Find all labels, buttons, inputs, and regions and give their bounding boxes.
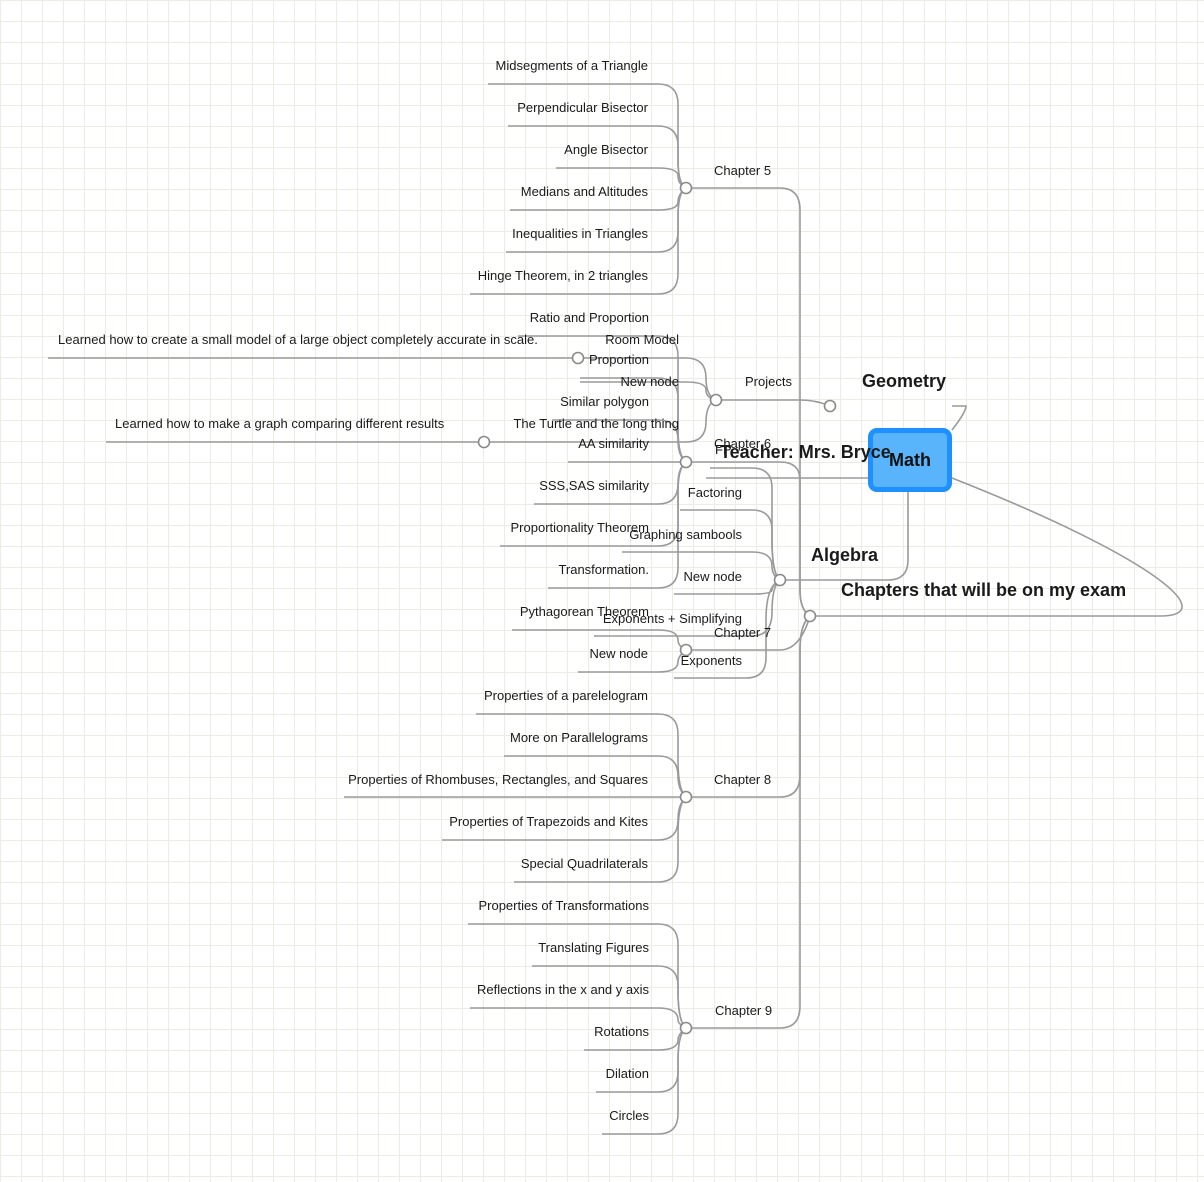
category-algebra[interactable]: Algebra [811,545,879,565]
expand-toggle-roommodel[interactable] [571,351,585,365]
connector-ch9-leaf [532,965,687,1029]
chapter-8-label[interactable]: Chapter 8 [714,772,772,787]
ch8-item[interactable]: Properties of Trapezoids and Kites [449,814,648,829]
ch8-item[interactable]: Properties of a parelelogram [483,688,648,703]
ch7-item[interactable]: Pythagorean Theorem [519,604,649,619]
connector-root-algebra [780,492,909,581]
ch6-item[interactable]: Proportionality Theorem [510,520,650,535]
connector-exam-ch9 [686,615,811,1029]
connector-algebra-exponents [674,579,781,679]
connector-exam-ch6 [686,461,811,617]
projects-item-new-node[interactable]: New node [620,374,679,389]
connector-ch6-leaf [548,461,687,589]
expand-toggle-ch6[interactable] [679,455,693,469]
algebra-item-exponents-simplifying[interactable]: Exponents + Simplifying [602,611,742,626]
connector-ch8-leaf [504,755,687,798]
ch6-item[interactable]: AA similarity [578,436,649,451]
ch9-item[interactable]: Rotations [594,1024,649,1039]
expand-toggle-ch5[interactable] [679,181,693,195]
ch8-item[interactable]: More on Parallelograms [509,730,648,745]
connector-exam-ch7 [686,615,811,651]
projects-item-room-model[interactable]: Room Model [605,332,679,347]
chapter-6-label[interactable]: Chapter 6 [714,436,772,451]
algebra-item-fp[interactable]: FP [715,442,732,457]
connector-geometry-projects [716,399,831,407]
expand-toggle-ch8[interactable] [679,790,693,804]
ch9-item[interactable]: Translating Figures [538,940,649,955]
ch8-item[interactable]: Special Quadrilaterals [520,856,648,871]
chapter-5-label[interactable]: Chapter 5 [714,163,772,178]
algebra-item-exponents[interactable]: Exponents [680,653,742,668]
chapter-9-label[interactable]: Chapter 9 [715,1003,773,1018]
connector-ch5-leaf [470,187,687,295]
expand-toggle-exam[interactable] [803,609,817,623]
expand-toggle-algebra[interactable] [773,573,787,587]
projects-label[interactable]: Projects [745,374,792,389]
connector-root-geometry [951,405,967,431]
ch6-item[interactable]: Proportion [589,352,649,367]
category-geometry[interactable]: Geometry [862,371,947,391]
ch5-item[interactable]: Inequalities in Triangles [512,226,648,241]
expand-toggle-turtle[interactable] [477,435,491,449]
algebra-item-graphing[interactable]: Graphing sambools [629,527,742,542]
expand-toggle-geometry[interactable] [823,399,837,413]
ch6-item[interactable]: Transformation. [558,562,649,577]
ch5-item[interactable]: Medians and Altitudes [520,184,648,199]
turtle-note[interactable]: Learned how to make a graph comparing di… [115,416,445,431]
expand-toggle-ch7[interactable] [679,643,693,657]
ch6-item[interactable]: SSS,SAS similarity [539,478,649,493]
ch5-item[interactable]: Midsegments of a Triangle [495,58,648,73]
algebra-item-factoring[interactable]: Factoring [687,485,742,500]
connector-ch8-leaf [476,713,687,798]
root-node-math[interactable]: Math [868,428,952,492]
connector-ch5-leaf [508,125,687,189]
expand-toggle-ch9[interactable] [679,1021,693,1035]
connector-ch9-leaf [602,1027,687,1135]
ch6-item[interactable]: Ratio and Proportion [529,310,649,325]
connector-algebra-factoring [680,509,781,581]
chapter-7-label[interactable]: Chapter 7 [714,625,772,640]
connector-exam-ch8 [686,615,811,798]
connector-ch6-leaf [552,419,687,463]
ch5-item[interactable]: Hinge Theorem, in 2 triangles [477,268,648,283]
ch9-item[interactable]: Dilation [605,1066,649,1081]
ch6-item[interactable]: Similar polygon [560,394,649,409]
algebra-item-new-node[interactable]: New node [683,569,742,584]
ch5-item[interactable]: Angle Bisector [564,142,648,157]
category-teacher[interactable]: Teacher: Mrs. Bryce [720,442,891,462]
connector-ch8-leaf [514,796,687,883]
ch8-item[interactable]: Properties of Rhombuses, Rectangles, and… [348,772,648,787]
ch7-item[interactable]: New node [589,646,648,661]
connector-ch9-leaf [470,1007,687,1029]
connector-projects-turtle [484,399,717,443]
connector-projects-roommodel [578,357,717,401]
expand-toggle-projects[interactable] [709,393,723,407]
room-model-note[interactable]: Learned how to create a small model of a… [58,332,538,347]
connector-algebra-expsimp [594,579,781,637]
ch9-item[interactable]: Reflections in the x and y axis [477,982,649,997]
ch9-item[interactable]: Circles [609,1108,649,1123]
connector-root-exam [810,477,1183,617]
projects-item-turtle[interactable]: The Turtle and the long thing [513,416,679,431]
ch5-item[interactable]: Perpendicular Bisector [517,100,648,115]
category-exam-chapters[interactable]: Chapters that will be on my exam [841,580,1127,600]
ch9-item[interactable]: Properties of Transformations [478,898,649,913]
